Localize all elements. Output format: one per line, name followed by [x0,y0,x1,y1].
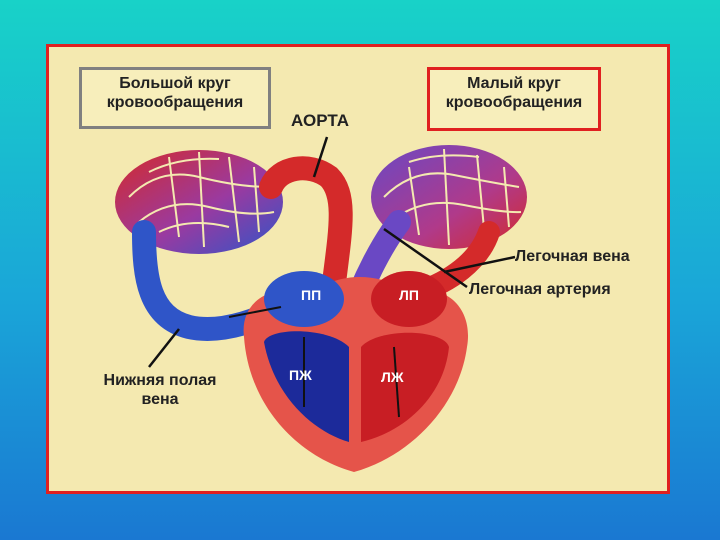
pulmonary-circle-text: Малый круг кровообращения [445,75,583,111]
systemic-circle-text: Большой круг кровообращения [106,75,244,111]
left-atrium [371,271,447,327]
left-ventricle-label: ЛЖ [381,369,404,385]
pointer-lines [148,136,516,368]
aorta-label: АОРТА [291,111,349,130]
systemic-capillary-network [115,150,283,254]
inferior-vena-cava-label: Нижняя полая вена [103,372,217,408]
right-atrium-label: ПП [301,287,322,303]
systemic-circle-label: Большой круг кровообращения [79,67,271,129]
right-ventricle-label: ПЖ [289,367,312,383]
left-ventricle [361,332,449,442]
slide-frame: Большой круг кровообращения Малый круг к… [46,44,670,494]
right-atrium [264,271,344,327]
left-atrium-label: ЛП [399,287,419,303]
aorta-vessel [259,156,353,319]
heart-circulation-diagram [115,136,527,472]
pulmonary-circle-label: Малый круг кровообращения [427,67,601,131]
pulmonary-artery-label: Легочная артерия [469,281,611,298]
pulmonary-vein-label: Легочная вена [515,248,630,265]
right-ventricle [264,331,349,442]
flow-arrows [228,306,400,418]
